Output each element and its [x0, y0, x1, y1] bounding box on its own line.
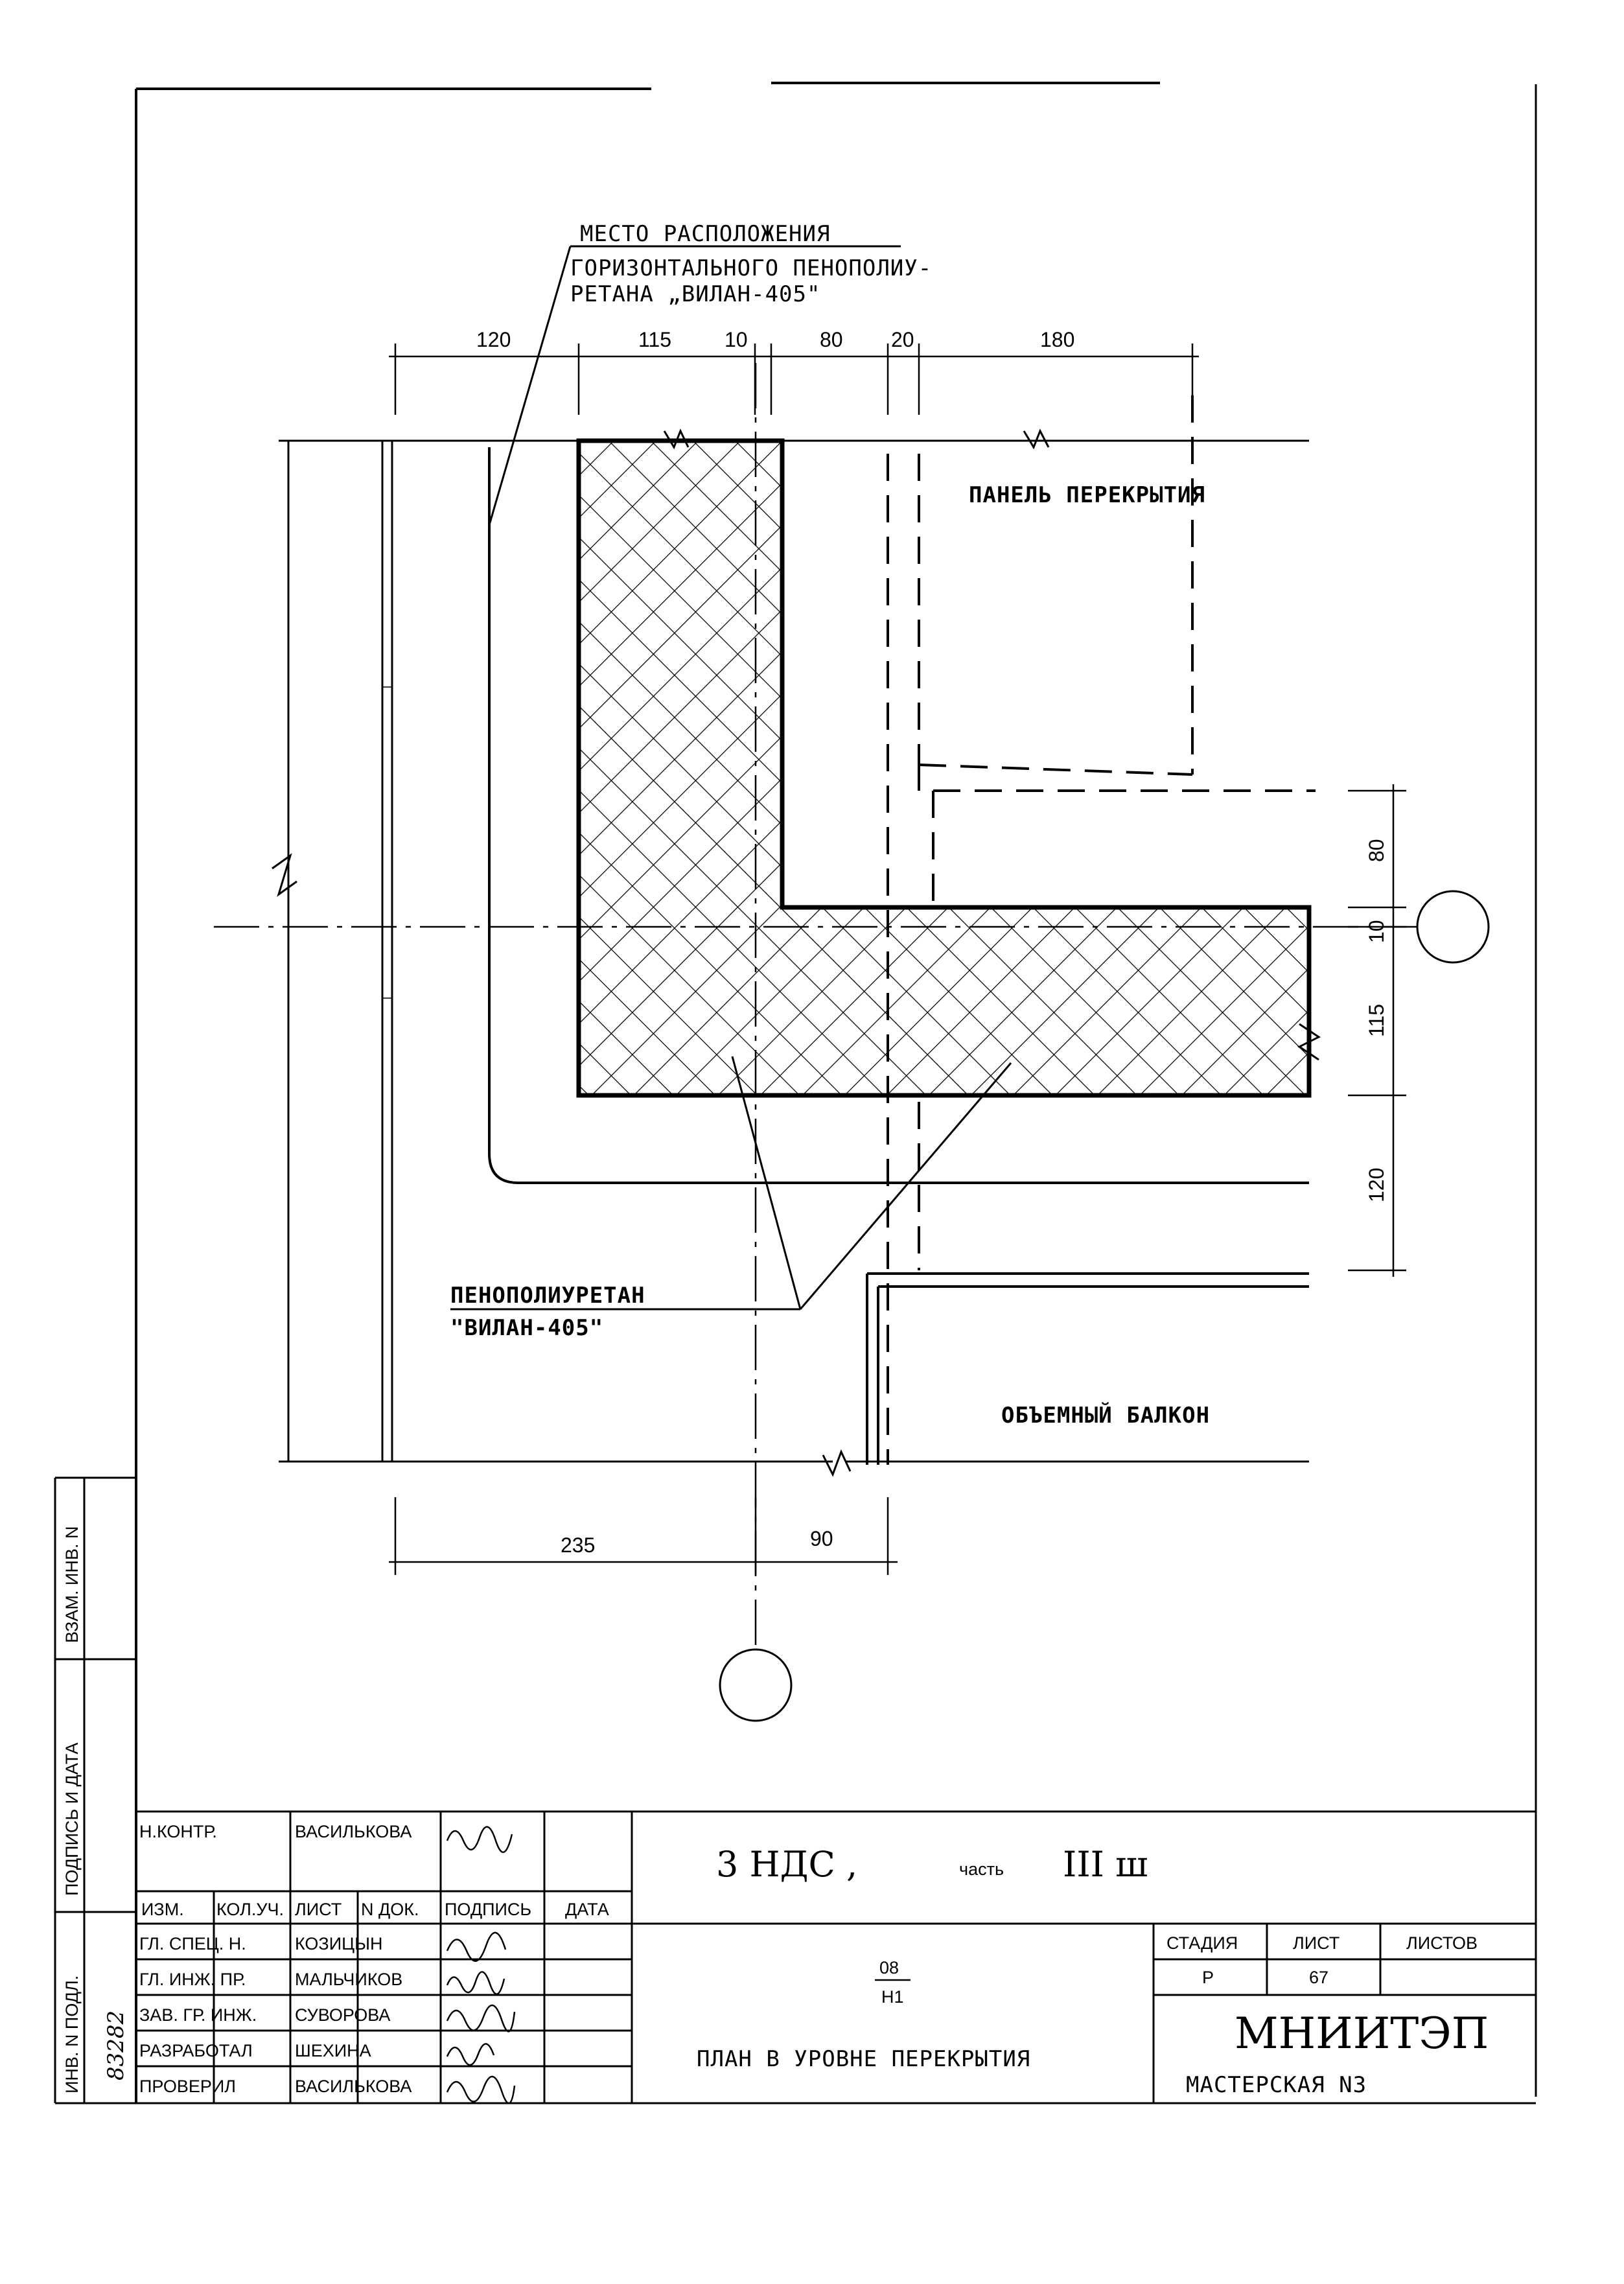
- wall-outline-left: [279, 439, 1309, 1463]
- side-stamp-replace-inv: ВЗАМ. ИНВ. N: [62, 1526, 82, 1643]
- callout-foam-location-line2: ГОРИЗОНТАЛЬНОГО ПЕНОПОЛИУ-: [570, 255, 932, 281]
- dim-top-180: 180: [1040, 328, 1074, 351]
- name-group-head: СУВОРОВА: [295, 2005, 390, 2025]
- project-code: 3 НДС ,: [716, 1844, 857, 1885]
- tb-header-sign: ПОДПИСЬ: [445, 1900, 531, 1919]
- name-developed: ШЕХИНА: [295, 2041, 371, 2060]
- sheet-frame: [135, 82, 1537, 2103]
- role-group-head: ЗАВ. ГР. ИНЖ.: [139, 2005, 257, 2025]
- stage-value: Р: [1202, 1968, 1214, 1987]
- foam-insulation-hatch: [576, 438, 1312, 1098]
- tb-header-ndoc: N ДОК.: [361, 1900, 419, 1919]
- label-balcony: ОБЪЕМНЫЙ БАЛКОН: [1001, 1402, 1210, 1428]
- dim-right-10: 10: [1365, 920, 1388, 943]
- dim-top-10: 10: [725, 328, 748, 351]
- dim-top-80: 80: [820, 328, 843, 351]
- name-chief-eng: МАЛЬЧИКОВ: [295, 1970, 402, 1989]
- dim-top-20: 20: [891, 328, 914, 351]
- wall-inner-line: [488, 447, 1309, 1184]
- grid-axes: [214, 363, 1419, 1653]
- dim-top-115: 115: [638, 328, 671, 351]
- dim-top-120: 120: [476, 328, 511, 351]
- tb-header-kolvo: КОЛ.УЧ.: [216, 1900, 284, 1919]
- sheet-value: 67: [1309, 1968, 1328, 1987]
- callout-leaders: [450, 245, 1012, 1311]
- callout-foam-line2: "ВИЛАН-405": [450, 1315, 603, 1341]
- project-part-label: часть: [959, 1859, 1004, 1879]
- dim-bottom-235: 235: [561, 1533, 595, 1557]
- balcony-outline: [866, 1272, 1309, 1465]
- role-chief-spec: ГЛ. СПЕЦ. Н.: [139, 1934, 246, 1953]
- dim-right-115: 115: [1365, 1004, 1388, 1037]
- n-kontr-label: Н.КОНТР.: [139, 1822, 217, 1841]
- project-part-value: III ш: [1063, 1844, 1148, 1885]
- tb-header-date: ДАТА: [565, 1900, 609, 1919]
- org-name: МНИИТЭП: [1235, 2009, 1489, 2058]
- name-checked: ВАСИЛЬКОВА: [295, 2077, 412, 2096]
- label-floor-panel: ПАНЕЛЬ ПЕРЕКРЫТИЯ: [969, 482, 1205, 508]
- axis-bubble-bottom: [719, 1648, 793, 1722]
- side-stamp-inv-number: 83282: [103, 2010, 129, 2080]
- callout-foam-location-line3: РЕТАНА „ВИЛАН-405": [570, 281, 820, 307]
- sheet-code-top: 08: [879, 1958, 899, 1977]
- callout-foam-line1: ПЕНОПОЛИУРЕТАН: [450, 1283, 645, 1309]
- role-chief-eng: ГЛ. ИНЖ. ПР.: [139, 1970, 246, 1989]
- tb-header-list: ЛИСТ: [295, 1900, 342, 1919]
- role-checked: ПРОВЕРИЛ: [139, 2077, 236, 2096]
- role-developed: РАЗРАБОТАЛ: [139, 2041, 253, 2060]
- stage-header: СТАДИЯ: [1166, 1933, 1238, 1953]
- dim-bottom-90: 90: [810, 1527, 833, 1550]
- floor-panel-dashed: [887, 395, 1316, 1465]
- name-chief-spec: КОЗИЦЫН: [295, 1934, 383, 1953]
- side-stamp-grid: [54, 1476, 1536, 2104]
- break-marks: [272, 428, 1321, 1477]
- org-sub: МАСТЕРСКАЯ N3: [1186, 2072, 1367, 2098]
- sheets-header: ЛИСТОВ: [1406, 1933, 1478, 1953]
- axis-bubble-right: [1416, 890, 1490, 964]
- tb-header-izm: ИЗМ.: [141, 1900, 184, 1919]
- dim-right-120: 120: [1365, 1168, 1388, 1202]
- dim-right-80: 80: [1365, 839, 1388, 862]
- sheet-code-bottom: Н1: [881, 1987, 904, 2007]
- n-kontr-name: ВАСИЛЬКОВА: [295, 1822, 412, 1841]
- side-stamp-sign-date: ПОДПИСЬ И ДАТА: [62, 1743, 82, 1896]
- signature-scribbles: [446, 1826, 516, 2104]
- side-stamp-inv-no-orig: ИНВ. N ПОДЛ.: [62, 1975, 82, 2093]
- sheet-header: ЛИСТ: [1293, 1933, 1340, 1953]
- sheet-title: ПЛАН В УРОВНЕ ПЕРЕКРЫТИЯ: [697, 2046, 1030, 2072]
- title-block-grid: [136, 1810, 1536, 2103]
- callout-foam-location-line1: МЕСТО РАСПОЛОЖЕНИЯ: [580, 221, 830, 247]
- dimension-lines: [389, 344, 1406, 1575]
